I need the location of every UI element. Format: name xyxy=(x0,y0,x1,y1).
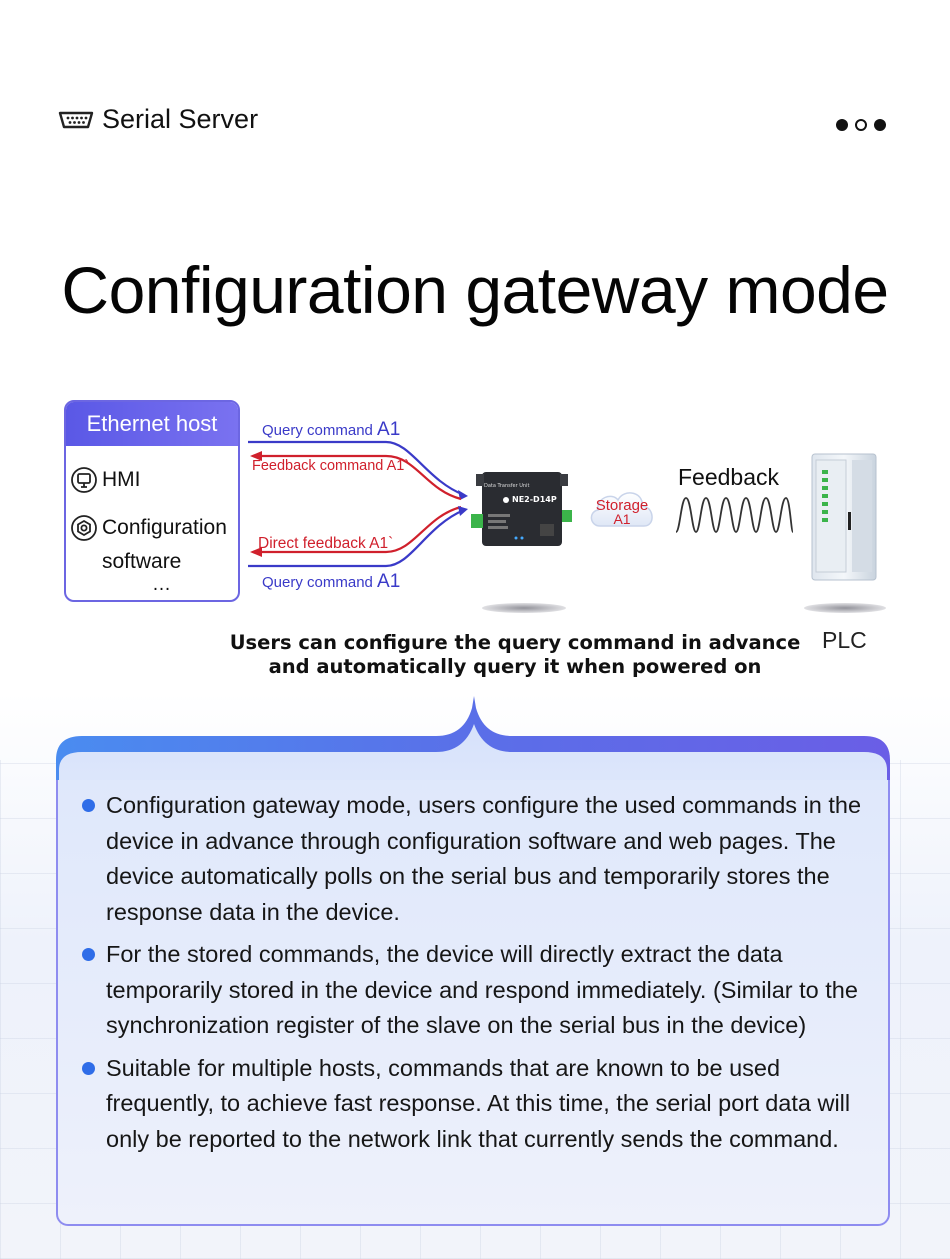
hmi-label: HMI xyxy=(102,468,141,491)
hmi-icon xyxy=(71,467,97,493)
host-item-config: Configuration xyxy=(70,514,227,542)
info-panel: Configuration gateway mode, users config… xyxy=(56,690,892,1230)
caption: Users can configure the query command in… xyxy=(220,631,810,679)
header-label: Serial Server xyxy=(102,104,259,134)
ethernet-host-title: Ethernet host xyxy=(66,402,238,446)
bullet-item: Suitable for multiple hosts, commands th… xyxy=(80,1051,872,1158)
plc-label: PLC xyxy=(822,627,867,653)
panel-body xyxy=(56,780,890,1226)
storage-line1: Storage xyxy=(595,497,649,514)
page-title: Configuration gateway mode xyxy=(61,253,889,327)
more-ellipsis: … xyxy=(152,574,171,595)
pagination-dot[interactable] xyxy=(836,119,848,131)
caption-line2: and automatically query it when powered … xyxy=(268,655,762,678)
signal-wave xyxy=(675,497,794,533)
caption-line1: Users can configure the query command in… xyxy=(229,631,801,654)
ethernet-host-box: Ethernet host HMI Configuration software… xyxy=(64,400,240,602)
plc-shadow xyxy=(804,603,886,613)
pagination-dots[interactable] xyxy=(836,119,886,131)
pagination-dot-active[interactable] xyxy=(855,119,867,131)
config-label-line2: software xyxy=(102,550,182,573)
query-bottom-text: Query command xyxy=(262,574,373,591)
query-bottom-line xyxy=(248,508,465,568)
host-item-hmi: HMI xyxy=(70,466,141,494)
direct-feedback-line xyxy=(258,505,462,554)
config-label-line1: Configuration xyxy=(102,516,227,539)
query-top-label: Query command A1 xyxy=(262,419,400,441)
bullet-item: For the stored commands, the device will… xyxy=(80,937,872,1044)
device-unit: Data Transfer Unit NE2-D14P xyxy=(466,468,576,550)
storage-cloud: Storage A1 xyxy=(586,482,658,534)
device-shadow xyxy=(482,603,566,613)
flow-lines xyxy=(248,440,468,568)
device-model-text: NE2-D14P xyxy=(512,495,557,504)
direct-feedback-label: Direct feedback A1` xyxy=(258,535,394,552)
plc-cabinet-icon xyxy=(811,453,877,581)
device-icon xyxy=(471,472,572,546)
query-top-code: A1 xyxy=(377,419,401,440)
query-bottom-label: Query command A1 xyxy=(262,571,400,593)
bullet-list: Configuration gateway mode, users config… xyxy=(80,788,872,1164)
serial-port-icon xyxy=(58,111,94,128)
device-header-text: Data Transfer Unit xyxy=(484,483,530,489)
feedback-line xyxy=(258,454,462,501)
feedback-title: Feedback xyxy=(678,464,780,490)
cloud-icon xyxy=(590,492,653,527)
bullet-item: Configuration gateway mode, users config… xyxy=(80,788,872,930)
pagination-dot[interactable] xyxy=(874,119,886,131)
storage-line2: A1 xyxy=(613,511,631,527)
query-bottom-code: A1 xyxy=(377,571,401,592)
header: Serial Server xyxy=(58,104,258,135)
query-top-line xyxy=(248,440,465,497)
query-top-text: Query command xyxy=(262,422,373,439)
config-software-icon xyxy=(71,515,97,541)
feedback-label-flow: Feedback command A1` xyxy=(252,458,410,474)
